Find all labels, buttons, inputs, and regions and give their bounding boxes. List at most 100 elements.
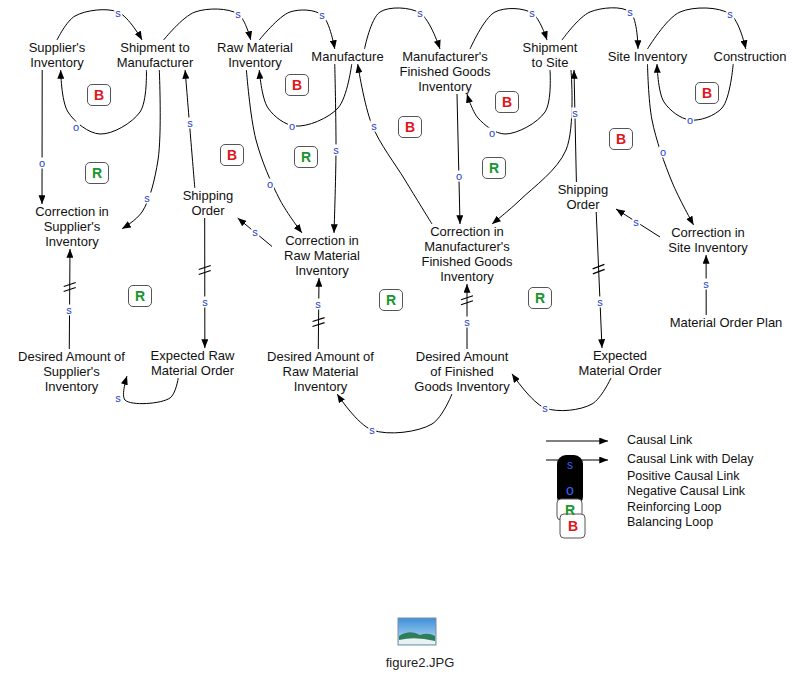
link-sign: s	[332, 145, 340, 156]
link-sign: s	[626, 7, 634, 18]
causal-link	[616, 209, 660, 237]
link-sign: s	[318, 10, 326, 21]
link-sign: o	[659, 147, 667, 158]
legend-sign-sample	[557, 455, 583, 506]
node-text: R	[295, 147, 317, 167]
causal-link	[122, 70, 160, 229]
causal-link	[61, 70, 147, 134]
variable-box: Supplier's Inventory	[20, 40, 94, 70]
link-sign: s	[571, 108, 579, 119]
link-sign: s	[201, 297, 209, 308]
node-text: Shipment to Site	[520, 40, 580, 70]
loop-marker: B	[695, 82, 719, 104]
link-sign: s	[234, 9, 242, 20]
causal-link	[238, 218, 272, 247]
node-text: Shipment to Manufacturer	[112, 40, 198, 70]
causal-link	[185, 70, 195, 188]
causal-link	[574, 70, 576, 182]
causal-link	[512, 374, 611, 411]
loop-marker: R	[379, 289, 403, 311]
node-text: R	[483, 158, 505, 178]
link-sign: s	[528, 8, 536, 19]
causal-link	[492, 70, 572, 224]
node-text: Expected Raw Material Order	[145, 348, 240, 378]
node-text: R	[529, 288, 551, 308]
causal-link	[259, 64, 351, 126]
node-text: B	[610, 129, 632, 149]
variable-box: Expected Raw Material Order	[145, 348, 240, 378]
legend-positive-sign: s	[567, 458, 573, 472]
node-text: B	[88, 85, 110, 105]
causal-link	[42, 70, 43, 204]
delay-mark	[313, 318, 325, 322]
delay-mark	[593, 264, 605, 269]
node-text: R	[129, 286, 151, 306]
variable-box: Desired Amount of Raw Material Inventory	[265, 349, 376, 394]
node-text: B	[496, 92, 518, 112]
causal-link	[124, 376, 179, 404]
link-sign: o	[72, 122, 80, 133]
link-sign: o	[455, 171, 463, 182]
legend-text: Reinforcing Loop	[627, 500, 722, 515]
legend-text: Causal Link	[627, 433, 692, 448]
causal-link	[57, 10, 142, 40]
legend-text: Balancing Loop	[627, 515, 713, 530]
legend-text: Positive Causal Link	[627, 469, 740, 484]
variable-box: Expected Material Order	[575, 348, 665, 378]
link-sign: s	[65, 305, 73, 316]
node-text: R	[86, 163, 108, 183]
delay-mark	[199, 270, 211, 274]
legend-text: Causal Link with Delay	[627, 452, 753, 467]
link-sign: s	[541, 403, 549, 414]
node-text: B	[286, 75, 308, 95]
variable-box: Material Order Plan	[660, 315, 792, 330]
causal-link	[164, 9, 251, 40]
link-sign: s	[370, 121, 378, 132]
link-sign: s	[596, 297, 604, 308]
link-sign: s	[416, 8, 424, 19]
causal-link	[596, 212, 602, 348]
variable-box: Construction	[708, 49, 792, 64]
link-sign: s	[632, 217, 640, 228]
icon-hill	[399, 632, 435, 644]
node-text: Shipping Order	[175, 188, 241, 218]
variable-box: Shipping Order	[550, 182, 616, 212]
causal-links	[42, 8, 746, 433]
variable-box: Site Inventory	[600, 49, 695, 64]
link-sign: o	[288, 121, 296, 132]
link-sign: o	[686, 115, 694, 126]
loop-marker: R	[294, 146, 318, 168]
delay-mark	[593, 269, 605, 274]
variable-box: Desired Amount of Supplier's Inventory	[16, 349, 127, 394]
link-sign: s	[314, 299, 322, 310]
node-text: Supplier's Inventory	[20, 40, 94, 70]
link-sign: s	[368, 425, 376, 436]
loop-marker: B	[398, 116, 422, 138]
link-sign: s	[726, 9, 734, 20]
node-text: Construction	[708, 49, 792, 64]
legend-link-sample	[546, 441, 608, 442]
causal-link	[69, 249, 71, 349]
variable-box: Desired Amount of Finished Goods Invento…	[412, 349, 512, 394]
link-sign: s	[114, 393, 122, 404]
node-text: R	[380, 290, 402, 310]
loop-marker: B	[285, 74, 309, 96]
loop-marker: B	[87, 84, 111, 106]
variable-box: Correction in Site Inventory	[660, 225, 756, 255]
node-text: Expected Material Order	[575, 348, 665, 378]
node-text: Desired Amount of Finished Goods Invento…	[412, 349, 512, 394]
legend-reinforcing-letter: R	[565, 503, 575, 517]
link-sign: s	[702, 279, 710, 290]
causal-link	[648, 64, 694, 225]
loop-marker: B	[609, 128, 633, 150]
node-text: B	[696, 83, 718, 103]
variable-box: Raw Material Inventory	[212, 40, 298, 70]
legend-balancing-sample	[560, 514, 585, 538]
link-sign: s	[186, 118, 194, 129]
node-text: Site Inventory	[600, 49, 695, 64]
node-text: Correction in Raw Material Inventory	[272, 233, 372, 278]
delay-mark	[199, 265, 211, 269]
loop-marker: R	[482, 157, 506, 179]
node-text: Raw Material Inventory	[212, 40, 298, 70]
